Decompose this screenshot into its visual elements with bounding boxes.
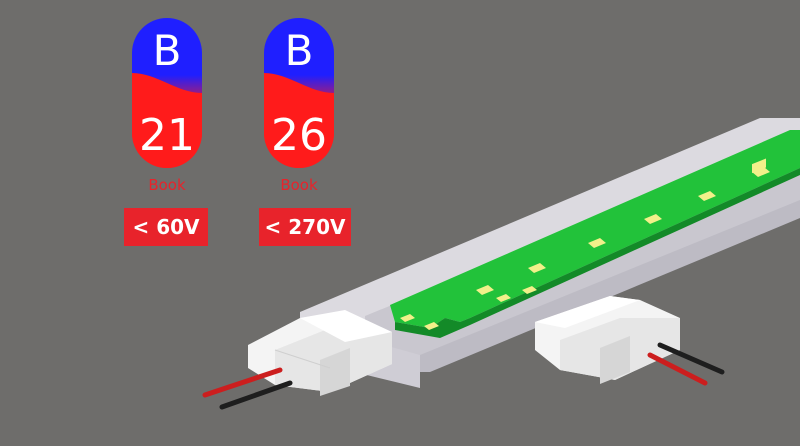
led-chip [644,214,662,224]
left-wire-black [219,380,293,410]
led-chip [424,322,439,330]
led-chip [496,294,511,302]
led-chip-row [400,167,770,330]
badge-b21-number: 21 [139,110,195,161]
right-wire-red [647,352,708,386]
led-chip [752,167,770,177]
badge-b26-number: 26 [271,110,327,161]
badge-b21: B 21 [132,18,202,168]
badge-b26-background [264,18,334,168]
badge-b26-letter: B [284,26,314,75]
led-chip [752,158,766,174]
voltage-label-low: < 60V [124,208,208,246]
led-chip [522,286,537,294]
right-wire-black [657,342,725,375]
left-wire-red [202,367,283,398]
led-chip [400,314,415,322]
led-chip [528,263,546,273]
led-chip [476,285,494,295]
badge-b21-background [132,18,202,168]
badge-b26: B 26 [264,18,334,168]
led-chips [752,158,766,174]
led-chip [588,238,606,248]
right-connector [535,296,680,384]
led-chip [698,191,716,201]
badge-b26-caption: Book [280,176,318,194]
voltage-label-high: < 270V [259,208,351,246]
badge-b21-caption: Book [148,176,186,194]
channel-top [300,118,800,332]
pcb-strip [390,130,800,328]
left-connector [248,310,392,396]
badge-b21-letter: B [152,26,182,75]
